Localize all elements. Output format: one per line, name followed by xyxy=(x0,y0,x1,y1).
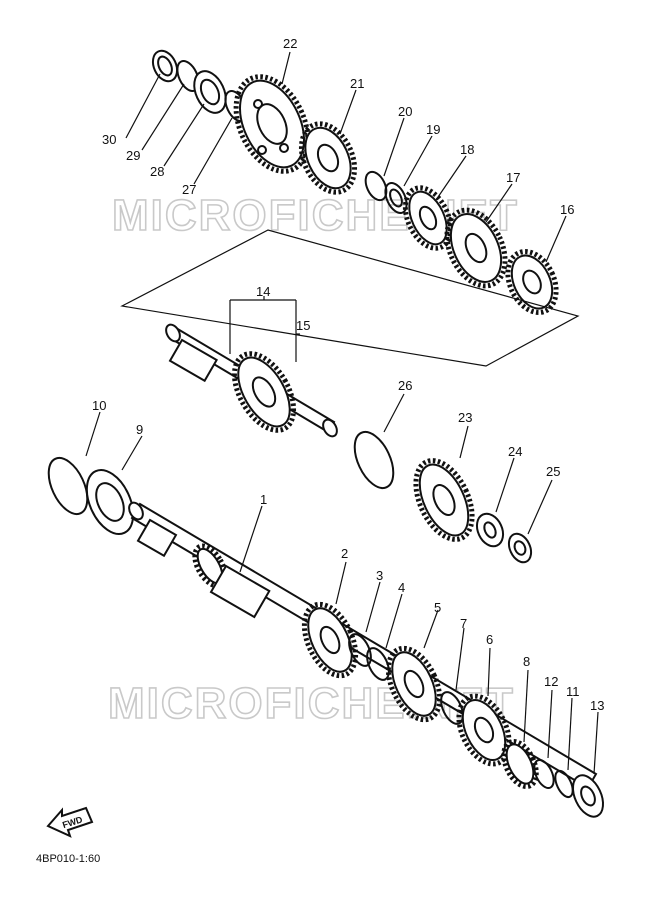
callout-9: 9 xyxy=(136,422,143,437)
part-11-circlip xyxy=(554,769,574,799)
callout-19: 19 xyxy=(426,122,440,137)
part-5-gear xyxy=(385,645,443,723)
callout-10: 10 xyxy=(92,398,106,413)
part-16-gear xyxy=(505,249,559,315)
callout-11: 11 xyxy=(566,684,580,699)
callout-12: 12 xyxy=(544,674,558,689)
part-18-gear xyxy=(402,185,454,251)
callout-3: 3 xyxy=(376,568,383,583)
callout-8: 8 xyxy=(523,654,530,669)
callout-20: 20 xyxy=(398,104,412,119)
part-23-gear xyxy=(413,458,475,542)
part-7-circlip xyxy=(440,691,464,725)
part-17-gear xyxy=(444,207,508,289)
callout-6: 6 xyxy=(486,632,493,647)
part-28-collar xyxy=(193,70,227,114)
callout-2: 2 xyxy=(341,546,348,561)
callout-24: 24 xyxy=(508,444,522,459)
part-14-main-axle xyxy=(165,323,338,438)
callout-17: 17 xyxy=(506,170,520,185)
callout-23: 23 xyxy=(458,410,472,425)
callout-1: 1 xyxy=(260,492,267,507)
part-8-gear xyxy=(501,738,539,790)
part-6-gear xyxy=(456,693,512,767)
callout-15: 15 xyxy=(296,318,310,333)
part-20-circlip xyxy=(364,170,388,202)
callout-27: 27 xyxy=(182,182,196,197)
callout-4: 4 xyxy=(398,580,405,595)
front-direction-arrow-icon: FWD xyxy=(46,806,94,838)
callout-5: 5 xyxy=(434,600,441,615)
part-25-nut xyxy=(507,532,533,564)
callout-29: 29 xyxy=(126,148,140,163)
callout-13: 13 xyxy=(590,698,604,713)
callout-30: 30 xyxy=(102,132,116,147)
part-9-bearing xyxy=(85,469,135,535)
callout-25: 25 xyxy=(546,464,560,479)
part-30-circlip xyxy=(151,49,179,83)
callout-26: 26 xyxy=(398,378,412,393)
part-19-washer xyxy=(384,182,408,214)
part-3-washer xyxy=(348,633,372,667)
callout-28: 28 xyxy=(150,164,164,179)
part-4-circlip xyxy=(366,647,390,681)
part-21-gear xyxy=(298,121,358,195)
part-22-gear xyxy=(233,74,311,174)
callout-22: 22 xyxy=(283,36,297,51)
part-12-washer xyxy=(533,758,555,790)
callout-7: 7 xyxy=(460,616,467,631)
part-24-lock-washer xyxy=(475,512,505,548)
part-13-bearing xyxy=(571,774,605,818)
callout-21: 21 xyxy=(350,76,364,91)
part-10-circlip xyxy=(47,456,89,516)
subassembly-box xyxy=(120,229,580,367)
diagram-code: 4BP010-1:60 xyxy=(36,853,100,865)
callout-14: 14 xyxy=(256,284,270,299)
part-26-circlip xyxy=(353,430,395,490)
part-2-gear xyxy=(301,601,359,679)
callout-16: 16 xyxy=(560,202,574,217)
callout-18: 18 xyxy=(460,142,474,157)
